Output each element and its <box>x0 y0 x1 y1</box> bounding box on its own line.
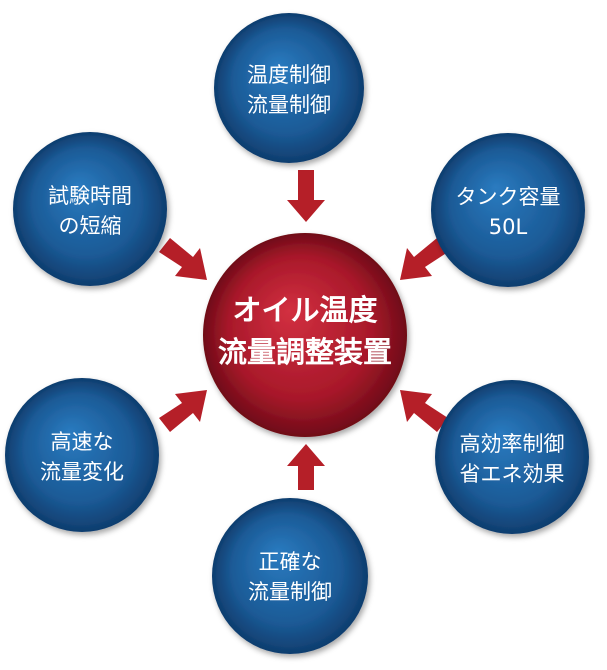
circle <box>212 498 368 654</box>
arrow-lower-right <box>400 390 448 432</box>
center-line-1: オイル温度 <box>232 293 377 327</box>
satellite-lower-right-line-1: 高効率制御 <box>460 432 565 456</box>
circle <box>5 378 159 532</box>
satellite-upper-left-line-2: の短縮 <box>59 214 122 238</box>
satellite-upper-left-line-1: 試験時間 <box>48 184 132 208</box>
arrow-upper-right <box>400 238 448 280</box>
circle <box>431 133 585 287</box>
center-line-2: 流量調整装置 <box>218 335 392 369</box>
satellite-lower-left-line-1: 高速な <box>51 430 114 454</box>
satellite-upper-right-line-2: 50L <box>489 215 528 239</box>
arrow-upper-left <box>159 238 207 280</box>
satellite-lower-left-line-2: 流量変化 <box>40 460 124 484</box>
arrow-top <box>287 170 325 222</box>
satellite-top-line-2: 流量制御 <box>247 93 331 117</box>
satellite-upper-right-line-1: タンク容量 <box>456 185 561 209</box>
satellite-upper-right: タンク容量 50L <box>431 133 585 287</box>
satellite-upper-left: 試験時間 の短縮 <box>13 132 167 286</box>
satellite-lower-right: 高効率制御 省エネ効果 <box>435 380 589 534</box>
circle <box>13 132 167 286</box>
satellite-lower-right-line-2: 省エネ効果 <box>460 462 565 486</box>
center-node: オイル温度 流量調整装置 <box>203 233 407 437</box>
circle <box>214 13 364 163</box>
arrow-lower-left <box>159 390 207 432</box>
satellite-lower-left: 高速な 流量変化 <box>5 378 159 532</box>
circle <box>203 233 407 437</box>
arrow-bottom <box>287 444 325 490</box>
satellite-top-line-1: 温度制御 <box>247 63 331 87</box>
satellite-bottom: 正確な 流量制御 <box>212 498 368 654</box>
circle <box>435 380 589 534</box>
satellite-bottom-line-1: 正確な <box>259 550 322 574</box>
satellite-top: 温度制御 流量制御 <box>214 13 364 163</box>
arrows <box>159 170 448 490</box>
satellite-bottom-line-2: 流量制御 <box>248 580 332 604</box>
